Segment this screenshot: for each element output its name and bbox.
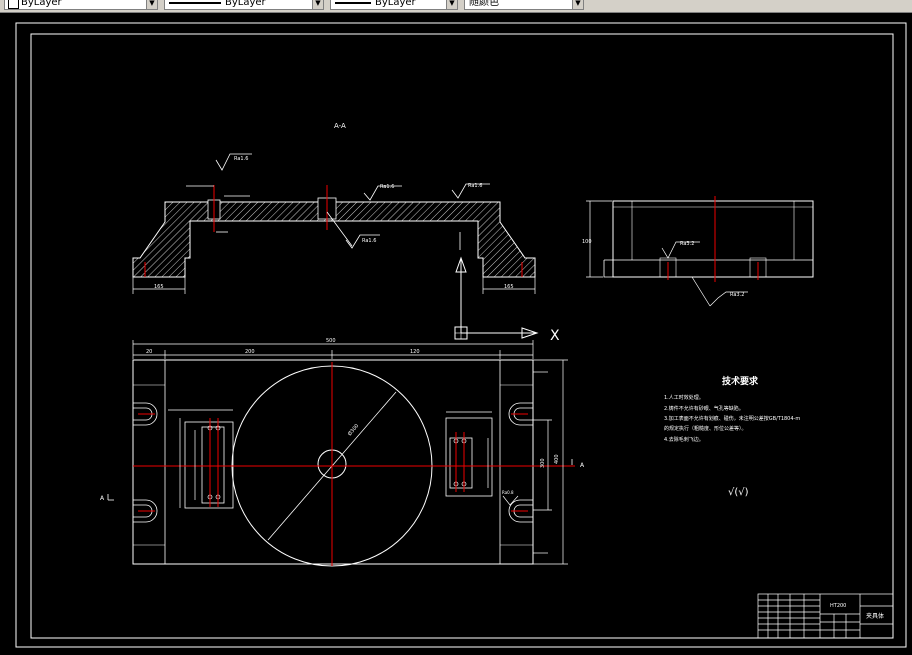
plotstyle-combo[interactable]: 随颜色 ▼ (464, 0, 584, 10)
svg-text:X: X (550, 328, 560, 344)
side-body (612, 200, 814, 278)
svg-text:A: A (580, 462, 585, 469)
chevron-down-icon[interactable]: ▼ (446, 0, 457, 9)
lineweight-combo[interactable]: ByLayer ▼ (330, 0, 458, 10)
layer-combo[interactable]: ByLayer ▼ (4, 0, 158, 10)
linetype-preview (169, 2, 221, 4)
note-1: 1.人工时效处理。 (664, 394, 704, 401)
svg-text:Ra3.2: Ra3.2 (680, 241, 694, 247)
svg-text:300: 300 (540, 458, 546, 468)
svg-text:Ra1.6: Ra1.6 (380, 184, 394, 190)
section-view: A-A Ra1.6 Ra1.6 Ra1.6 Ra1.6 (132, 122, 536, 294)
chevron-down-icon[interactable]: ▼ (312, 0, 323, 9)
ucs-icon: X (454, 256, 560, 344)
chevron-down-icon[interactable]: ▼ (572, 0, 583, 9)
lineweight-preview (335, 2, 371, 4)
section-dims (132, 277, 536, 294)
titleblock-name: 夹具体 (866, 612, 884, 620)
svg-text:400: 400 (554, 454, 560, 464)
plan-centerlines (133, 362, 575, 566)
drawing-canvas[interactable]: A-A Ra1.6 Ra1.6 Ra1.6 Ra1.6 (0, 12, 912, 655)
svg-text:Ra0.8: Ra0.8 (502, 490, 514, 495)
section-label: A-A (334, 122, 346, 130)
plan-outline (132, 359, 534, 565)
properties-toolbar: ByLayer ▼ ByLayer ▼ ByLayer ▼ 随颜色 ▼ (0, 0, 912, 13)
chevron-down-icon[interactable]: ▼ (146, 0, 157, 9)
plan-dims (132, 340, 568, 565)
svg-text:Ra3.2: Ra3.2 (730, 292, 744, 298)
svg-text:20: 20 (146, 349, 152, 355)
svg-text:A: A (100, 495, 105, 502)
plan-view: Ø300 (100, 338, 585, 567)
note-4: 的规定执行（粗糙度、形位公差等）。 (664, 425, 747, 432)
svg-text:200: 200 (245, 349, 255, 355)
technical-notes: 技术要求 1.人工时效处理。 2.铸件不允许有砂眼、气孔等缺陷。 3.加工表面不… (664, 375, 800, 498)
svg-text:165: 165 (154, 284, 164, 290)
general-roughness: √(√) (728, 487, 749, 498)
svg-text:Ra1.6: Ra1.6 (362, 238, 376, 244)
note-5: 4.去除毛刺飞边。 (664, 436, 704, 443)
outer-frame (15, 22, 907, 648)
svg-text:Ra1.6: Ra1.6 (468, 183, 482, 189)
title-block (757, 593, 894, 639)
roughness-symbols (186, 153, 490, 250)
titleblock-material: HT200 (830, 603, 846, 609)
side-view: 100 Ra3.2 Ra3.2 (582, 196, 814, 307)
note-2: 2.铸件不允许有砂眼、气孔等缺陷。 (664, 405, 744, 412)
svg-text:Ra1.6: Ra1.6 (234, 156, 248, 162)
inner-frame (30, 33, 894, 639)
linetype-combo[interactable]: ByLayer ▼ (164, 0, 324, 10)
svg-text:500: 500 (326, 338, 336, 344)
color-swatch-icon (8, 0, 19, 9)
note-3: 3.加工表面不允许有划痕、碰伤，未注明公差按GB/T1804-m (664, 415, 800, 422)
svg-text:165: 165 (504, 284, 514, 290)
svg-text:120: 120 (410, 349, 420, 355)
svg-text:100: 100 (582, 239, 592, 245)
svg-text:Ø300: Ø300 (346, 422, 360, 437)
notes-title: 技术要求 (722, 375, 759, 387)
